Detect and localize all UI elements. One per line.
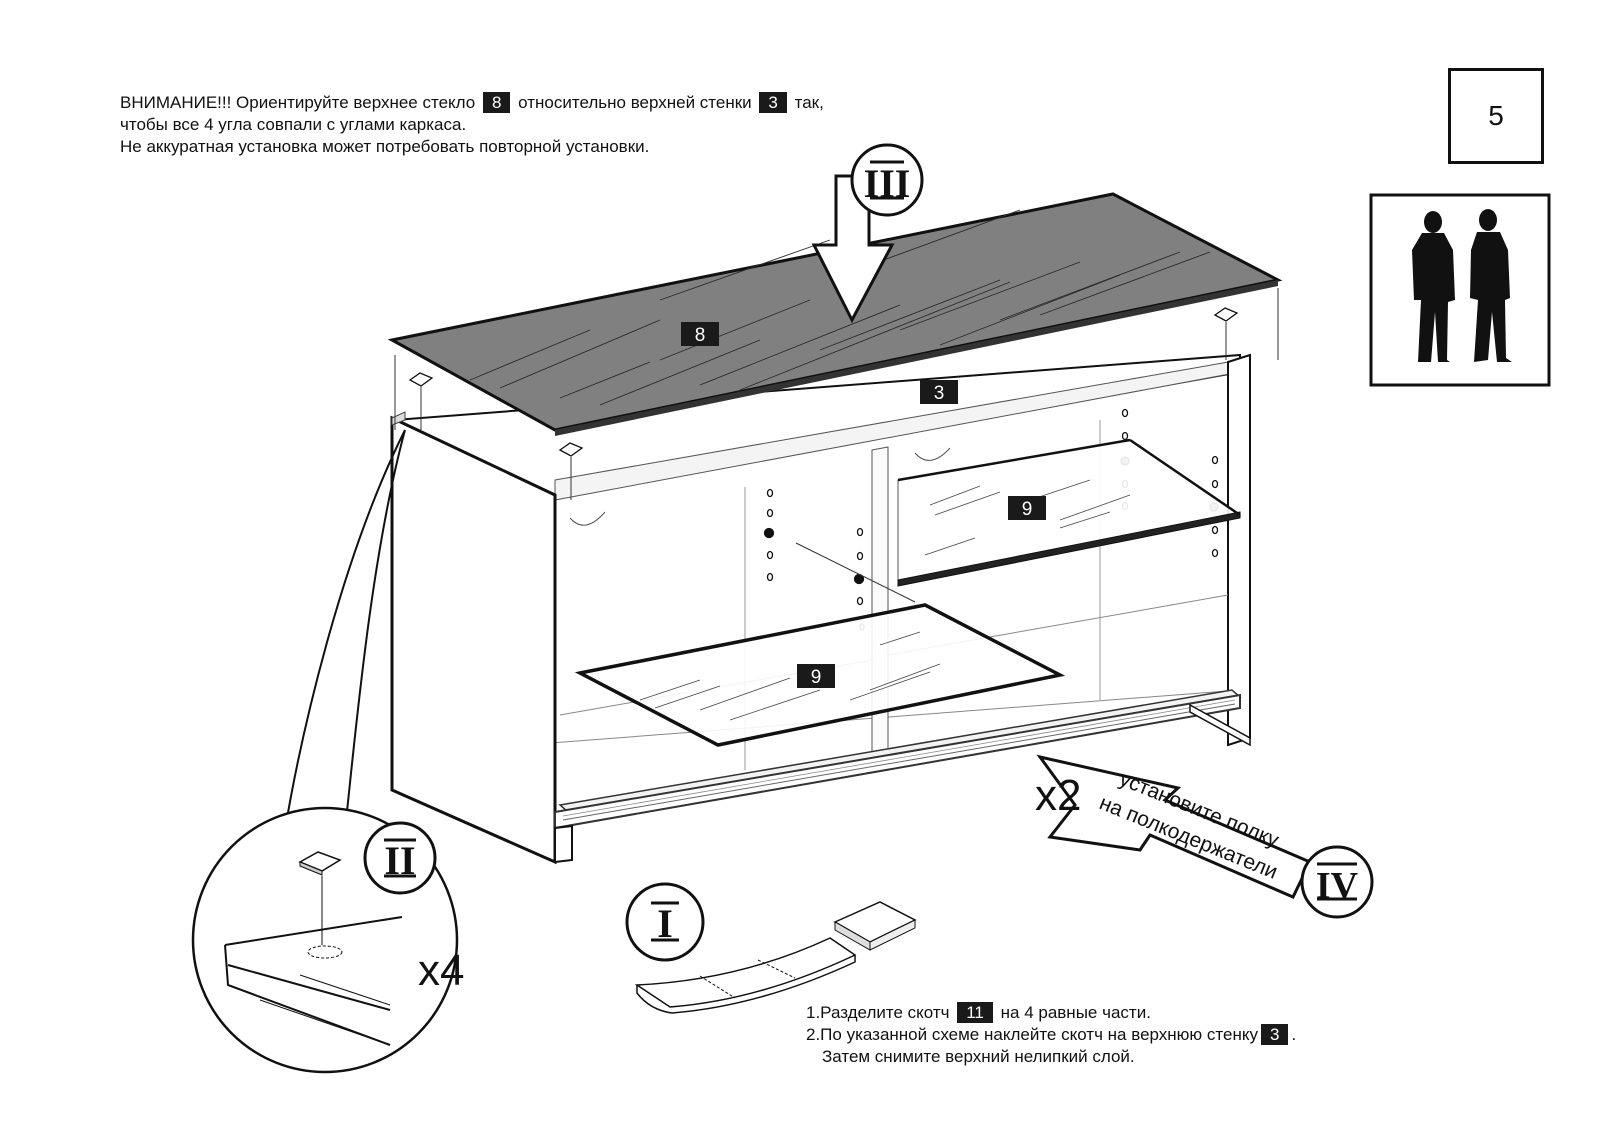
step-two-continuation: Затем снимите верхний нелипкий слой.	[822, 1047, 1135, 1066]
stage-marker-one	[625, 882, 705, 962]
stage-label-one: I	[657, 901, 673, 946]
part-label-shelf-right: 9	[1022, 499, 1033, 520]
page-number: 5	[1448, 68, 1544, 164]
stage-marker-three	[850, 143, 924, 217]
step-one: 1.Разделите скотч 11 на 4 равные части.	[806, 1002, 1296, 1024]
step-two: 2.По указанной схеме наклейте скотч на в…	[806, 1024, 1296, 1046]
instruction-steps: 1.Разделите скотч 11 на 4 равные части. …	[806, 1002, 1296, 1068]
glass-shelf-right	[897, 438, 1242, 587]
warning-part-tag-8: 8	[482, 92, 511, 113]
stage-three-arrow: III	[811, 143, 924, 324]
two-persons-icon	[1369, 193, 1551, 387]
part-label-top-glass: 8	[695, 325, 706, 346]
step-two-part-tag: 3	[1260, 1024, 1289, 1045]
stage-marker-two	[363, 821, 437, 895]
part-label-top-panel: 3	[934, 383, 945, 404]
part-label-shelf-left: 9	[811, 667, 822, 688]
shelves-multiplier: x2	[1035, 771, 1081, 820]
tape-strip: I	[625, 882, 917, 1014]
warning-text: ВНИМАНИЕ!!! Ориентируйте верхнее стекло …	[120, 92, 824, 158]
stage-label-four: IV	[1316, 865, 1359, 907]
step-one-start: 1.Разделите скотч	[806, 1003, 950, 1022]
warning-line1-start: ВНИМАНИЕ!!! Ориентируйте верхнее стекло	[120, 93, 476, 112]
step-one-part-tag: 11	[957, 1002, 993, 1023]
top-glass	[387, 192, 1283, 436]
cabinet-frame	[390, 353, 1251, 865]
tape-pads-multiplier: x4	[418, 946, 464, 995]
step-two-start: 2.По указанной схеме наклейте скотч на в…	[806, 1025, 1258, 1044]
step-one-end: на 4 равные части.	[1000, 1003, 1151, 1022]
warning-line3: Не аккуратная установка может потребоват…	[120, 137, 650, 156]
part-labels: 8 3 9 9	[681, 322, 1046, 688]
tape-zoom-callout: II x4	[191, 429, 464, 1074]
page-number-text: 5	[1488, 100, 1504, 131]
warning-line1: ВНИМАНИЕ!!! Ориентируйте верхнее стекло …	[120, 92, 824, 114]
warning-line2: чтобы все 4 угла совпали с углами каркас…	[120, 115, 467, 134]
step-two-end: .	[1291, 1025, 1297, 1044]
warning-part-tag-3: 3	[759, 92, 787, 113]
stage-four-arrow: x2 установите полку на полкодержатели IV	[1035, 754, 1374, 919]
warning-line1-middle: относительно верхней стенки	[518, 93, 752, 112]
warning-line1-end: так,	[794, 93, 824, 112]
